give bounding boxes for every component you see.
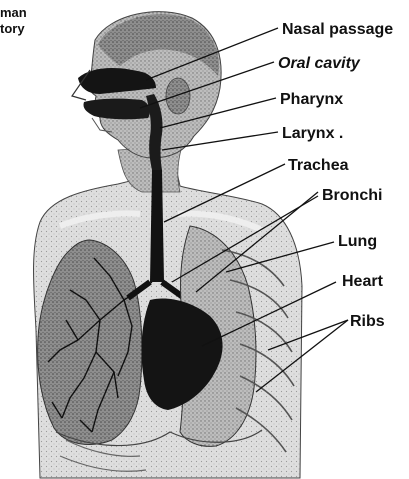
label-nasal-passage: Nasal passage [282, 22, 393, 38]
label-ribs: Ribs [350, 314, 385, 330]
trachea-shape [150, 170, 164, 282]
label-larynx: Larynx . [282, 126, 343, 142]
oral-cavity-shape [83, 99, 150, 120]
label-oral-cavity: Oral cavity [278, 56, 360, 72]
label-pharynx: Pharynx [280, 92, 343, 108]
label-bronchi: Bronchi [322, 188, 382, 204]
label-lung: Lung [338, 234, 377, 250]
label-heart: Heart [342, 274, 383, 290]
label-trachea: Trachea [288, 158, 348, 174]
ear [166, 78, 190, 114]
